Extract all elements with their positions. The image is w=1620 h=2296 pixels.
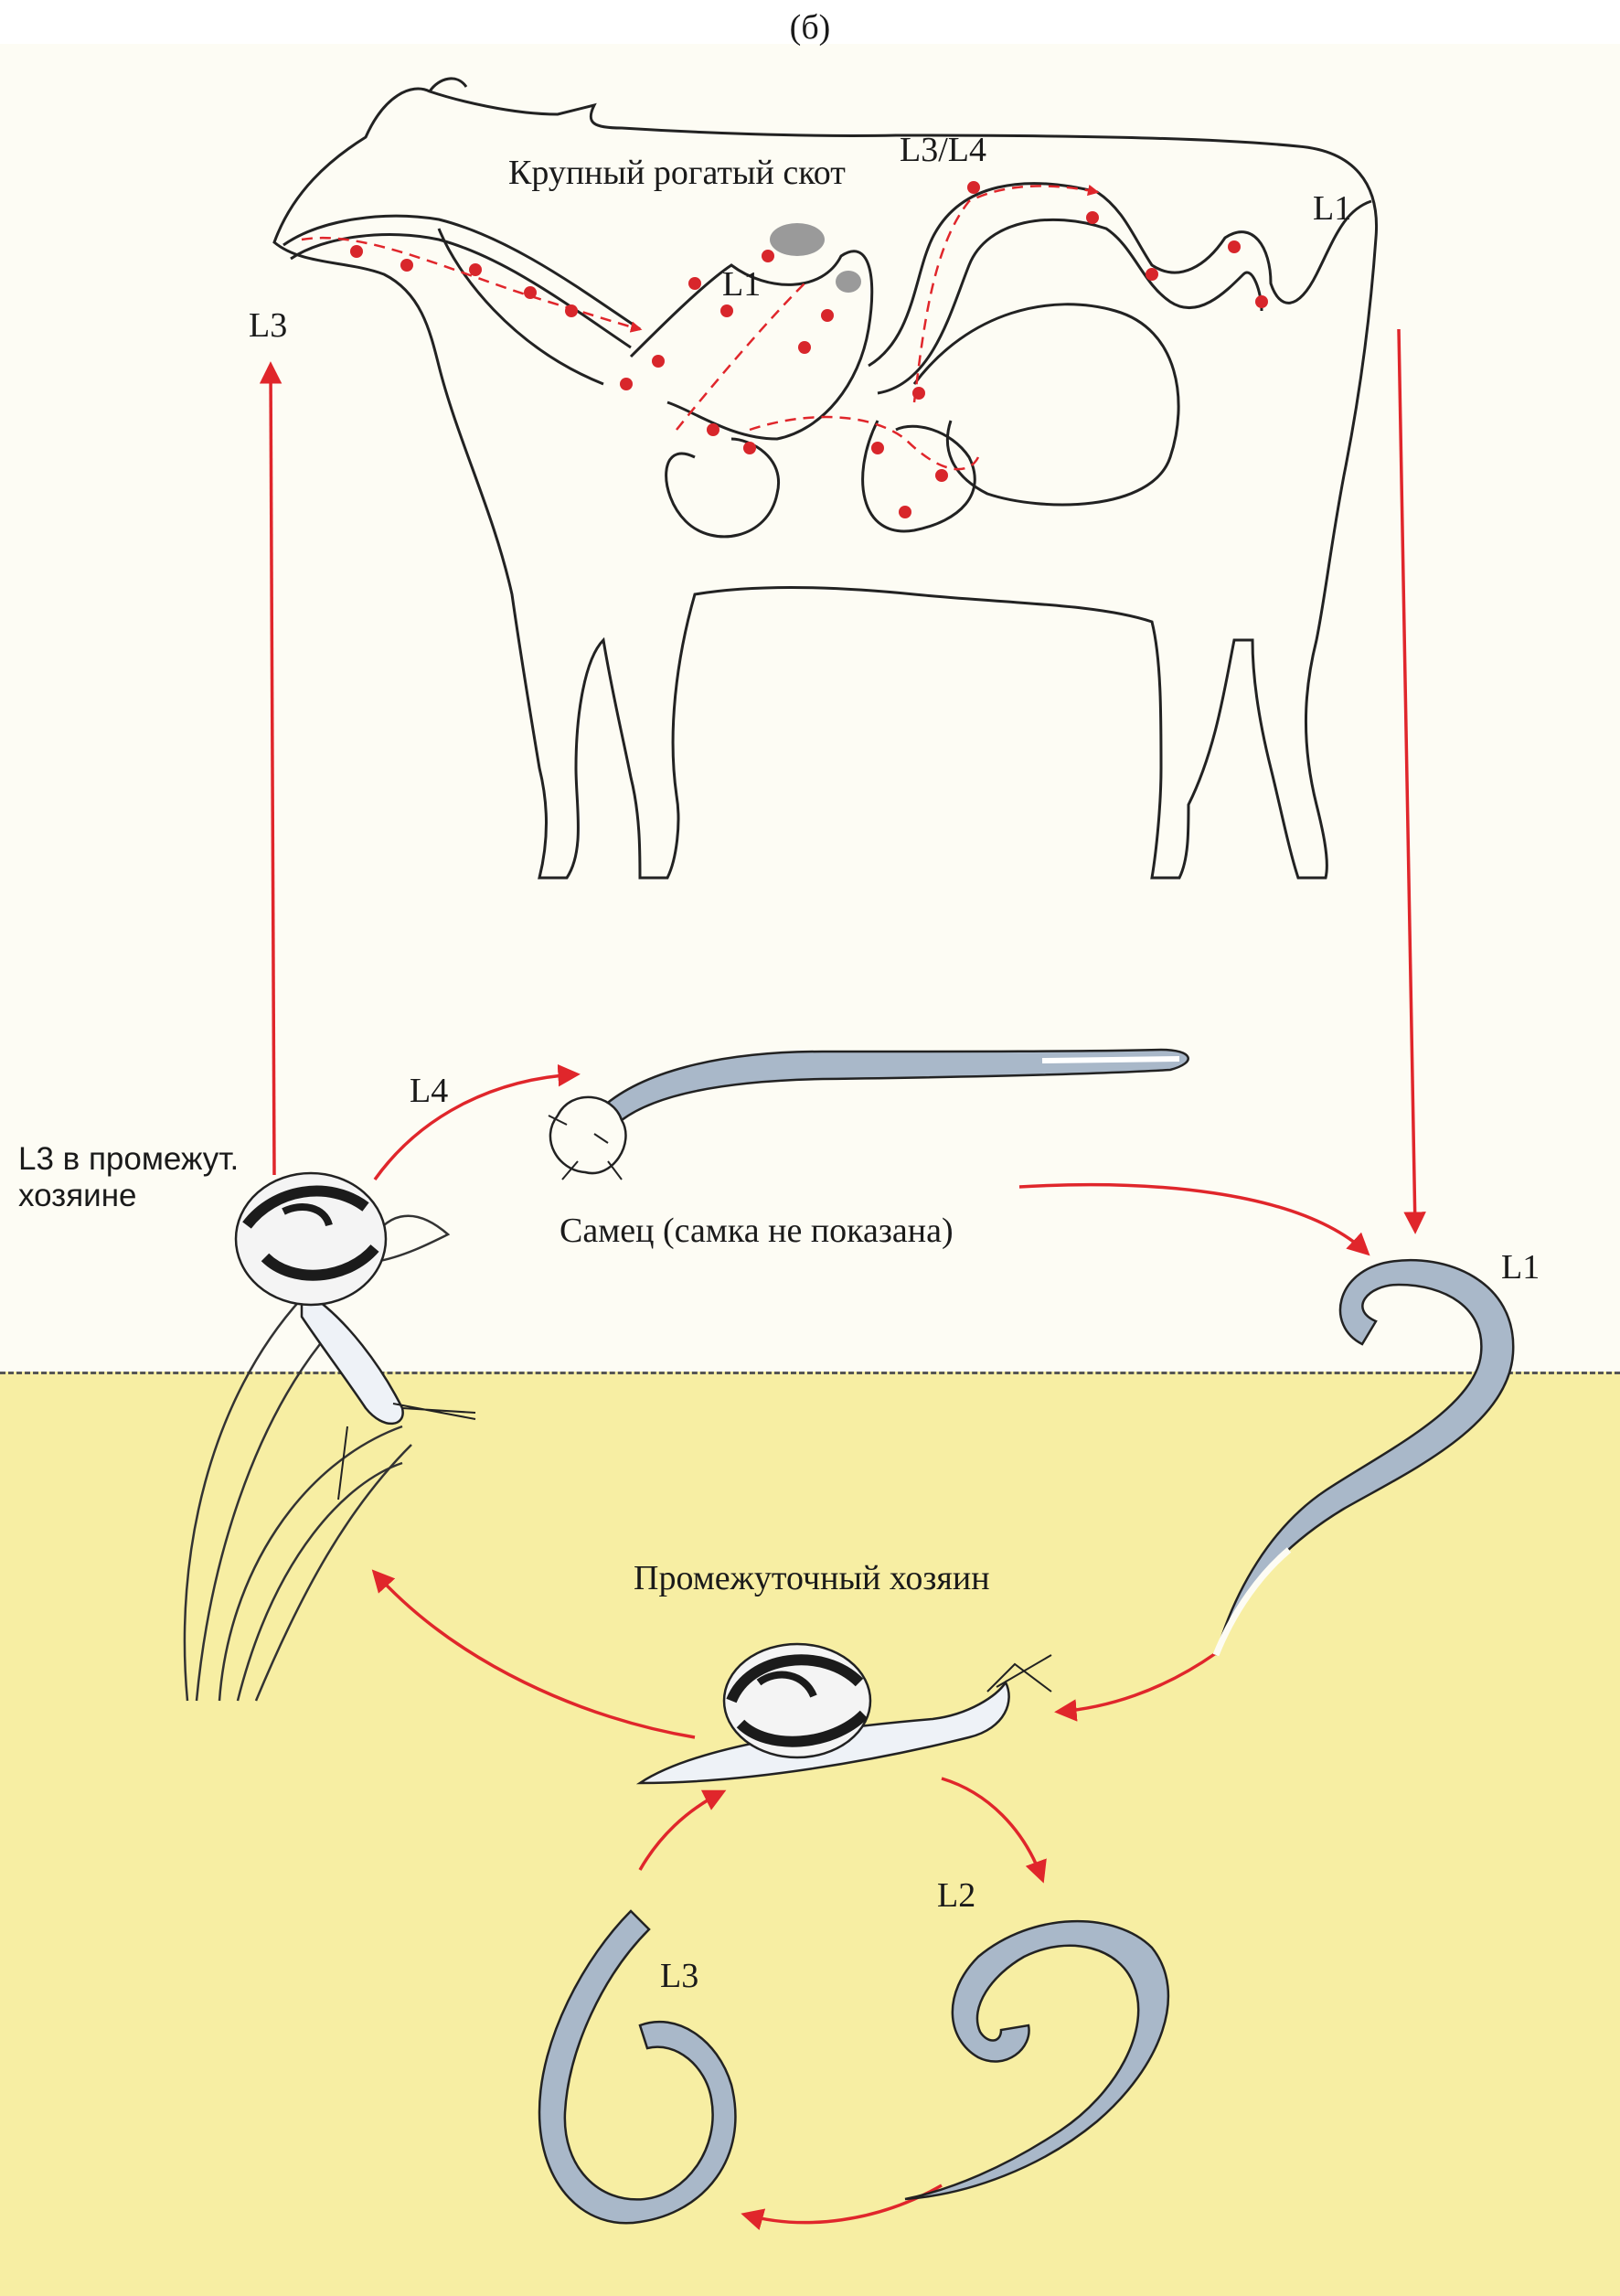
l1-larva (1212, 1258, 1515, 1657)
arrow-to-host-mouth (259, 361, 282, 1176)
l2-larva (904, 1919, 1170, 2201)
adult-male-worm (548, 1048, 1189, 1180)
label-l1-gut: L1 (722, 265, 762, 304)
panel-label: (б) (789, 8, 831, 47)
arrow-snail-to-l2 (941, 1777, 1047, 1884)
label-l3-in-host-line2: хозяине (18, 1178, 137, 1214)
l3-larva (538, 1909, 737, 2225)
label-l3-l4: L3/L4 (900, 131, 986, 169)
larva-dots (350, 181, 1268, 518)
host-digestive-tract (282, 182, 1372, 539)
label-l4: L4 (410, 1072, 449, 1110)
label-l3-snail: L3 (660, 1957, 699, 1995)
arrow-snail-to-grass (371, 1569, 696, 1739)
arrow-male-to-l1 (1018, 1182, 1370, 1256)
label-host: Крупный рогатый скот (508, 154, 846, 192)
lifecycle-arrows (259, 328, 1426, 2231)
upper-background (0, 44, 1620, 1372)
label-l1-lung: L1 (1313, 189, 1352, 228)
label-l3-mouth: L3 (249, 306, 288, 345)
ground-line (0, 1372, 1620, 1374)
label-male: Самец (самка не показана) (560, 1212, 954, 1250)
arrow-l2-to-l3 (741, 2184, 943, 2231)
host-animal-outline (272, 77, 1379, 880)
label-l1-env: L1 (1501, 1248, 1540, 1287)
label-l3-in-host-line1: L3 в промежут. (18, 1141, 240, 1177)
lung-spots (770, 223, 861, 293)
label-l2: L2 (937, 1876, 976, 1915)
label-l3-in-host: L3 в промежут. хозяине (18, 1141, 239, 1215)
arrow-l1-to-snail (1054, 1651, 1218, 1722)
arrow-l3-to-snail (638, 1789, 727, 1871)
grass-blades (183, 1214, 451, 1702)
arrow-l3-to-l4 (373, 1063, 581, 1181)
intermediate-host-snail (635, 1642, 1052, 1785)
ground-background (0, 1372, 1620, 2296)
label-intermediate-host: Промежуточный хозяин (634, 1559, 990, 1597)
arrow-host-to-l1 (1397, 328, 1426, 1234)
migration-path (301, 184, 1100, 471)
snail-climbing (234, 1171, 476, 1500)
